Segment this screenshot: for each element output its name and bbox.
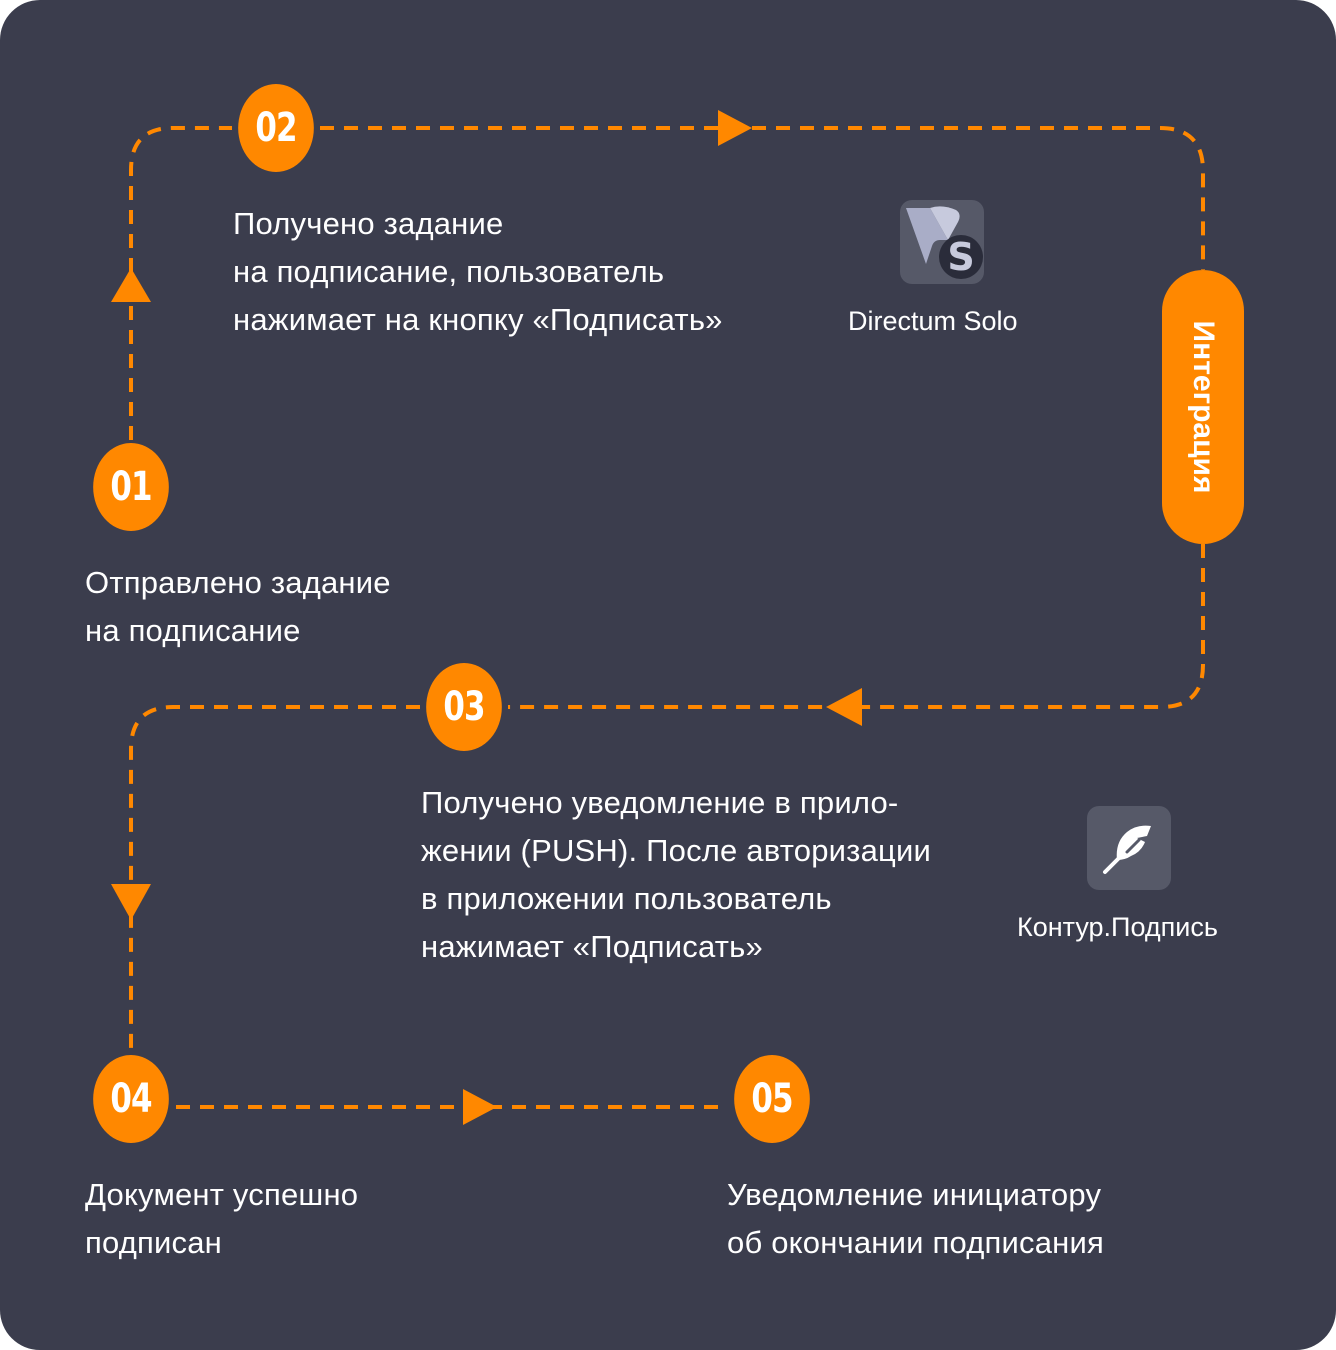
step-04-text: Документ успешно подписан — [85, 1177, 359, 1260]
step-05-text: Уведомление инициатору об окончании подп… — [727, 1177, 1104, 1260]
step-02-badge: 02 — [238, 84, 314, 172]
directum-solo-icon: S — [900, 200, 984, 284]
connector-03-04 — [129, 705, 420, 1054]
arrow-down-icon — [111, 884, 151, 920]
step-01-badge: 01 — [93, 443, 169, 531]
step-03-badge: 03 — [426, 663, 502, 751]
step-01-text: Отправлено задание на подписание — [85, 565, 391, 648]
arrow-right-icon — [463, 1089, 497, 1125]
integration-label: Интеграция — [1187, 320, 1220, 494]
kontur-podpis-label: Контур.Подпись — [1017, 912, 1218, 942]
feather-icon — [1087, 806, 1171, 890]
step-02-text: Получено задание на подписание, пользова… — [233, 206, 723, 337]
step-04-badge: 04 — [93, 1055, 169, 1143]
connector-integration-03 — [508, 544, 1205, 709]
step-05-badge: 05 — [734, 1055, 810, 1143]
svg-text:S: S — [947, 235, 974, 279]
integration-badge: Интеграция — [1162, 270, 1244, 544]
arrow-left-icon — [826, 688, 862, 726]
connector-02-integration — [320, 126, 1205, 270]
connector-01-02 — [129, 126, 232, 440]
arrow-right-icon — [718, 110, 752, 146]
arrow-up-icon — [111, 268, 151, 302]
step-03-text: Получено уведомление в прило- жении (PUS… — [421, 785, 932, 964]
directum-solo-label: Directum Solo — [848, 306, 1018, 336]
